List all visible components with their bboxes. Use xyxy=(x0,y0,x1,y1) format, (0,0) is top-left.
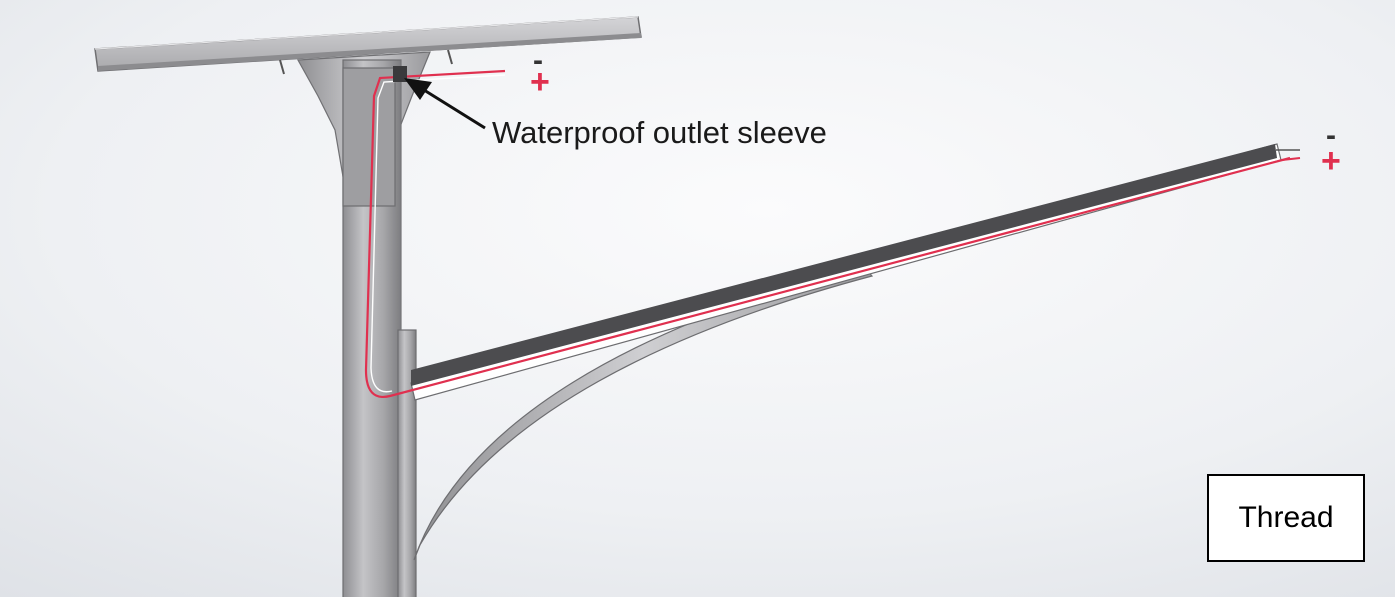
callout-arrow xyxy=(404,78,486,130)
outlet-sleeve xyxy=(393,66,407,82)
callout-label: Waterproof outlet sleeve xyxy=(492,115,827,150)
panel-negative-symbol: - xyxy=(533,44,543,77)
thread-label: Thread xyxy=(1238,501,1334,534)
solar-panel xyxy=(94,16,642,72)
wiring xyxy=(364,69,1301,399)
thread-label-box: Thread xyxy=(1207,474,1365,562)
arm-positive-symbol: + xyxy=(1321,142,1341,180)
panel-positive-symbol: + xyxy=(530,63,550,101)
arm-negative-symbol: - xyxy=(1326,119,1336,152)
